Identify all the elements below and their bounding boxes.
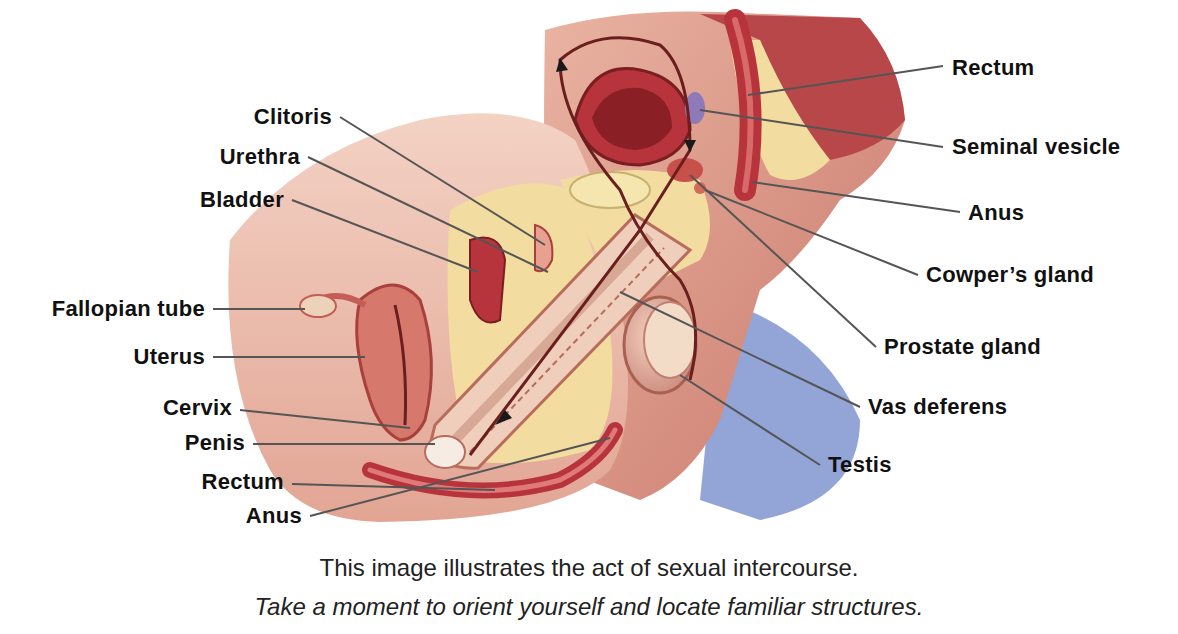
part-label: Cowper’s gland bbox=[926, 262, 1094, 287]
penis-tissue bbox=[455, 236, 650, 440]
rectum bbox=[735, 20, 751, 190]
part-label: Fallopian tube bbox=[52, 296, 205, 321]
uterus bbox=[357, 285, 432, 440]
bladder bbox=[575, 69, 690, 165]
vas-deferens bbox=[470, 38, 696, 455]
flow-arrow bbox=[684, 140, 696, 152]
part-label: Seminal vesicle bbox=[952, 134, 1120, 159]
part-label: Rectum bbox=[952, 55, 1035, 80]
bladder-inner bbox=[592, 88, 672, 150]
part-label: Testis bbox=[828, 452, 892, 477]
flow-arrow bbox=[495, 410, 512, 425]
part-label: Penis bbox=[185, 430, 245, 455]
leader-lines bbox=[213, 66, 960, 516]
caption: This image illustrates the act of sexual… bbox=[320, 554, 859, 583]
ovary bbox=[300, 295, 336, 317]
part-label: Clitoris bbox=[254, 104, 332, 129]
part-label: Bladder bbox=[200, 187, 284, 212]
part-label: Uterus bbox=[134, 344, 206, 369]
bladder bbox=[470, 238, 505, 323]
flow-arrow bbox=[556, 58, 568, 72]
part-label: Cervix bbox=[163, 395, 232, 420]
part-label: Vas deferens bbox=[868, 394, 1007, 419]
uterine-cavity bbox=[395, 305, 406, 425]
glans bbox=[425, 436, 465, 468]
caption-note: Take a moment to orient yourself and loc… bbox=[255, 593, 924, 622]
testis-inner bbox=[644, 302, 696, 378]
clitoris bbox=[535, 225, 552, 271]
rectum bbox=[735, 20, 751, 190]
part-label: Urethra bbox=[220, 144, 300, 169]
part-label: Prostate gland bbox=[884, 334, 1041, 359]
part-label: Rectum bbox=[202, 469, 285, 494]
part-label: Anus bbox=[246, 503, 302, 528]
part-label: Anus bbox=[968, 200, 1024, 225]
